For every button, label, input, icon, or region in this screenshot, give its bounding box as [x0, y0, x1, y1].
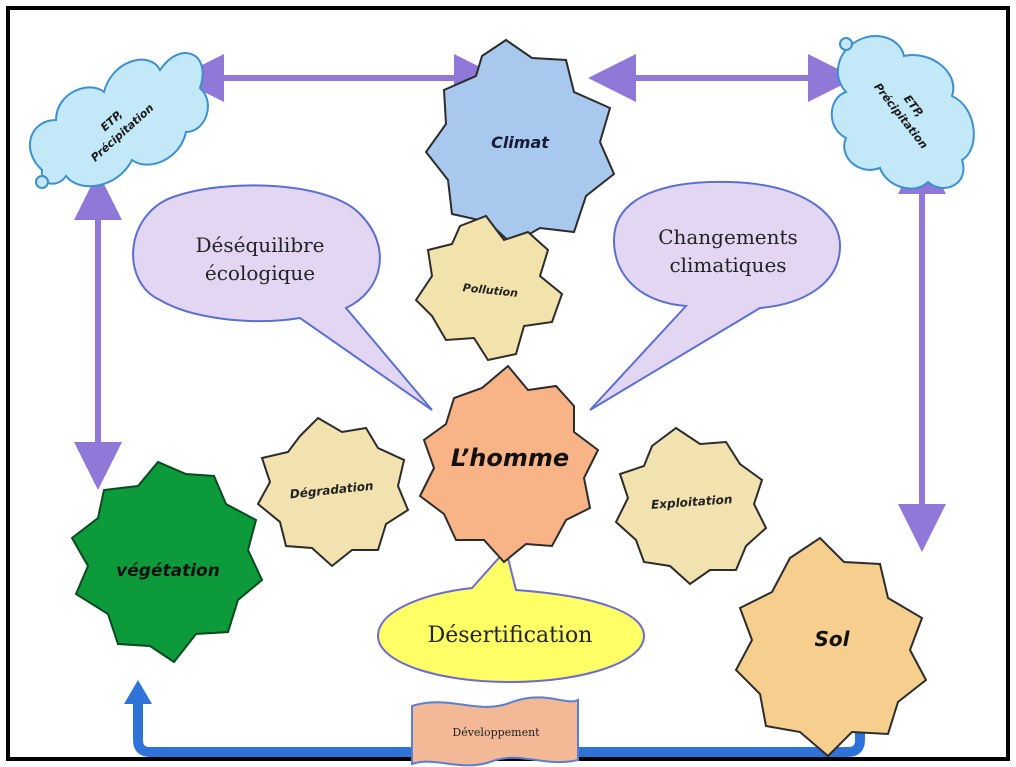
gear-pollution-label: Pollution: [462, 281, 519, 300]
banner-shape: [411, 696, 579, 767]
gear-climat: Climat: [424, 38, 616, 246]
bubble-desequilibre-line2: écologique: [205, 261, 315, 285]
arrow-to-sol: [575, 716, 865, 757]
gear-pollution: Pollution: [414, 214, 564, 362]
gear-icon: [734, 536, 928, 758]
gear-climat-label: Climat: [491, 133, 550, 152]
arrow-to-vegetation-head: [124, 680, 152, 704]
gear-icon: [418, 364, 600, 564]
bubble-desequilibre-line1: Déséquilibre: [195, 233, 324, 257]
gear-exploitation: Exploitation: [614, 426, 768, 586]
gear-degradation: Dégradation: [256, 416, 410, 568]
gear-icon: [256, 416, 410, 568]
gear-exploitation-label: Exploitation: [651, 492, 733, 512]
connector-arrows: [74, 54, 946, 552]
cloud-right: ETP, Précipitation: [830, 35, 975, 190]
developpement-banner: Développement: [411, 696, 579, 767]
bubble-desequilibre: Déséquilibre écologique: [132, 184, 433, 411]
banner-label: Développement: [452, 726, 540, 739]
gear-sol: Sol: [734, 536, 928, 758]
gear-icon: [614, 426, 768, 586]
gear-homme: L’homme: [418, 364, 600, 564]
gear-homme-label: L’homme: [451, 444, 569, 472]
cloud-right-shape: [830, 35, 975, 190]
gear-icon: [70, 460, 264, 664]
bubble-desertification: Désertification: [376, 547, 646, 684]
bubble-changements-line2: climatiques: [669, 253, 786, 277]
gear-vegetation: végétation: [70, 460, 264, 664]
gear-icon: [424, 38, 616, 246]
bubble-desertification-label: Désertification: [428, 623, 593, 648]
cloud-left: ETP, Précipitation: [28, 52, 209, 189]
bubble-changements-line1: Changements: [658, 225, 798, 249]
gear-icon: [414, 214, 564, 362]
arrow-to-vegetation: [133, 700, 440, 757]
cloud-left-shape: [28, 52, 209, 188]
bubble-changements: Changements climatiques: [589, 180, 842, 411]
gear-sol-label: Sol: [815, 627, 851, 651]
gear-vegetation-label: végétation: [116, 561, 220, 581]
